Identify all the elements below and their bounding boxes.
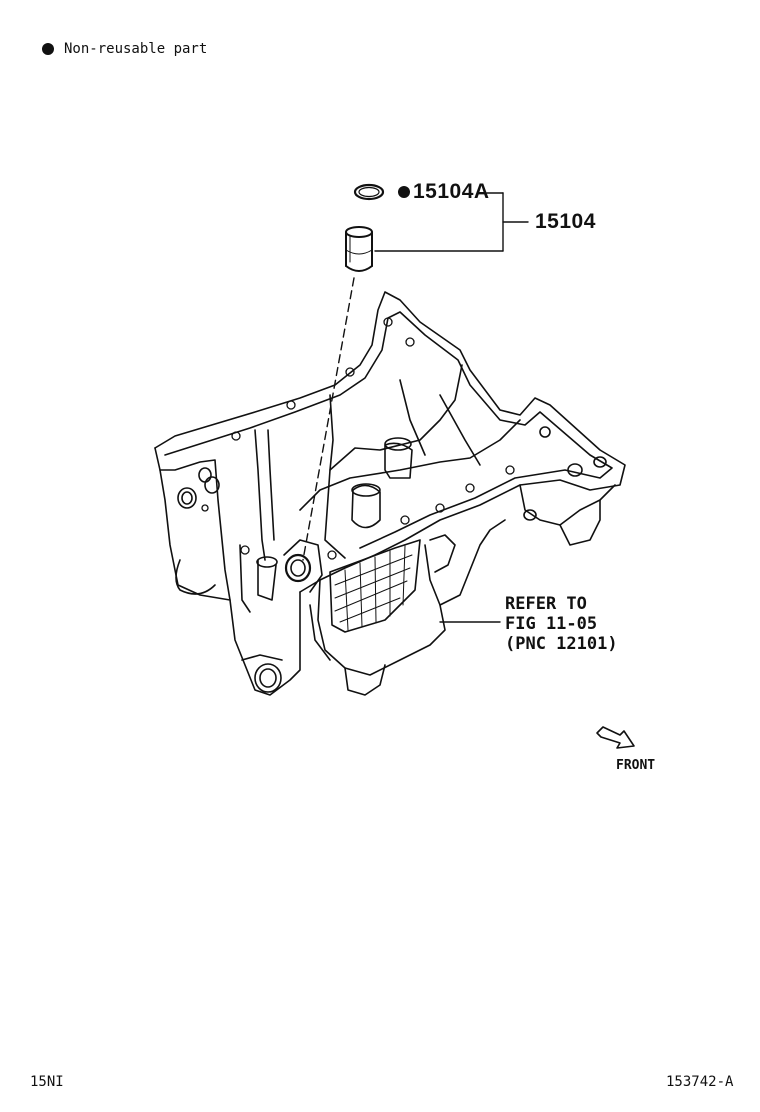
reference-note: REFER TO FIG 11-05 (PNC 12101) xyxy=(505,594,618,654)
front-direction-label: FRONT xyxy=(616,758,656,773)
drain-plug-icon xyxy=(345,226,373,272)
legend-text: Non-reusable part xyxy=(64,41,208,57)
part-label-15104a: 15104A xyxy=(398,180,490,204)
reference-line-2: FIG 11-05 xyxy=(505,614,598,634)
legend: Non-reusable part xyxy=(42,41,207,57)
gasket-ring-icon xyxy=(353,183,385,201)
gasket-part-number: 15104A xyxy=(413,180,490,203)
reference-line-3: (PNC 12101) xyxy=(505,634,618,654)
callout-bracket xyxy=(374,192,529,252)
front-arrow-icon xyxy=(596,726,635,749)
non-reusable-marker-icon xyxy=(398,186,410,198)
cap-part-number: 15104 xyxy=(535,210,596,233)
drain-hole-icon xyxy=(284,553,312,583)
non-reusable-bullet-icon xyxy=(42,43,54,55)
reference-line-1: REFER TO xyxy=(505,594,587,614)
oil-pan-body xyxy=(154,291,626,696)
illustration-number: 153742-A xyxy=(666,1074,734,1090)
oil-strainer-mesh xyxy=(329,539,421,633)
engine-code: 15NI xyxy=(30,1074,64,1090)
install-guide-line xyxy=(302,277,355,561)
